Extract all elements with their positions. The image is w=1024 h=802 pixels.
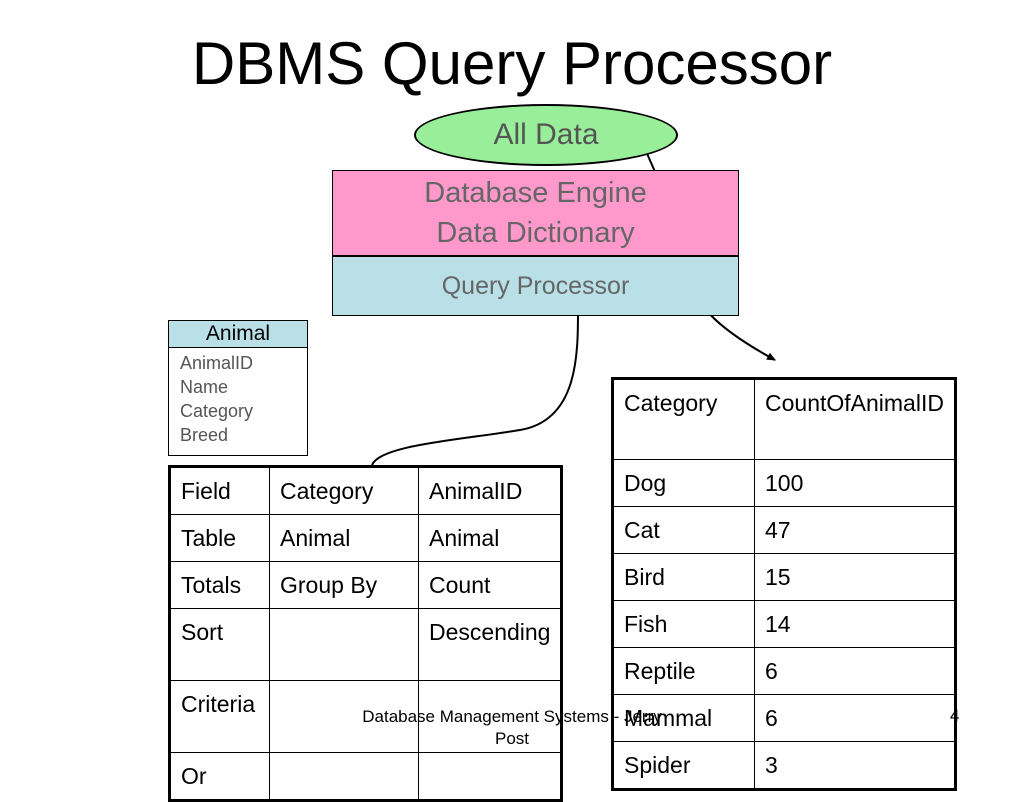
grid-cell [269, 680, 419, 753]
result-cell: 47 [754, 506, 956, 554]
result-cell: Cat [612, 506, 755, 554]
slide-title: DBMS Query Processor [191, 30, 833, 97]
grid-row: Criteria [169, 680, 563, 753]
result-row: Cat 47 [612, 506, 956, 554]
grid-row: Sort Descending [169, 608, 563, 681]
result-row: Bird 15 [612, 553, 956, 601]
animal-table-title: Animal [169, 321, 307, 348]
slide-footer: Database Management Systems - Jerry Post [362, 707, 662, 748]
data-dictionary-label: Data Dictionary [436, 217, 635, 249]
grid-cell [269, 752, 419, 801]
result-header-cell: CountOfAnimalID [754, 378, 956, 460]
grid-cell: Field [169, 466, 270, 515]
result-row: Fish 14 [612, 600, 956, 648]
result-cell: 100 [754, 459, 956, 507]
grid-cell: Animal [269, 514, 419, 562]
query-processor-box: Query Processor [332, 256, 739, 316]
result-cell: Fish [612, 600, 755, 648]
field-item: Name [180, 377, 229, 397]
result-cell: 15 [754, 553, 956, 601]
result-cell: 6 [754, 694, 956, 742]
result-cell: Reptile [612, 647, 755, 695]
result-cell: Dog [612, 459, 755, 507]
animal-field-list: AnimalID Name Category Breed [169, 348, 307, 447]
grid-cell: Count [417, 561, 563, 609]
page-number: 4 [950, 706, 960, 725]
grid-row: Totals Group By Count [169, 561, 563, 609]
grid-cell [417, 752, 563, 801]
grid-cell: AnimalID [417, 466, 563, 515]
all-data-ellipse: All Data [414, 104, 678, 166]
result-cell: 3 [754, 741, 956, 790]
database-engine-label: Database Engine [424, 177, 647, 209]
field-item: Breed [180, 425, 229, 445]
grid-cell [417, 680, 563, 753]
field-item: Category [180, 401, 254, 421]
query-design-grid: Field Category AnimalID Table Animal Ani… [168, 465, 564, 802]
grid-cell: Group By [269, 561, 419, 609]
grid-to-processor-curve [371, 303, 583, 466]
grid-cell: Sort [169, 608, 270, 681]
grid-row: Field Category AnimalID [169, 466, 563, 515]
grid-cell: Table [169, 514, 270, 562]
grid-cell: Or [169, 752, 270, 801]
result-cell: 6 [754, 647, 956, 695]
grid-cell: Criteria [169, 680, 270, 753]
result-header-cell: Category [612, 378, 755, 460]
result-row: Dog 100 [612, 459, 956, 507]
result-cell: Bird [612, 553, 755, 601]
grid-row: Or [169, 752, 563, 801]
animal-table-card: Animal AnimalID Name Category Breed [168, 320, 308, 456]
grid-cell: Category [269, 466, 419, 515]
grid-row: Table Animal Animal [169, 514, 563, 562]
database-engine-box: Database Engine Data Dictionary [332, 170, 739, 256]
result-row: Reptile 6 [612, 647, 956, 695]
result-cell: 14 [754, 600, 956, 648]
grid-cell: Animal [417, 514, 563, 562]
grid-cell: Totals [169, 561, 270, 609]
grid-cell: Descending [417, 608, 563, 681]
result-header-row: Category CountOfAnimalID [612, 378, 956, 460]
field-item: AnimalID [180, 353, 254, 373]
grid-cell [269, 608, 419, 681]
